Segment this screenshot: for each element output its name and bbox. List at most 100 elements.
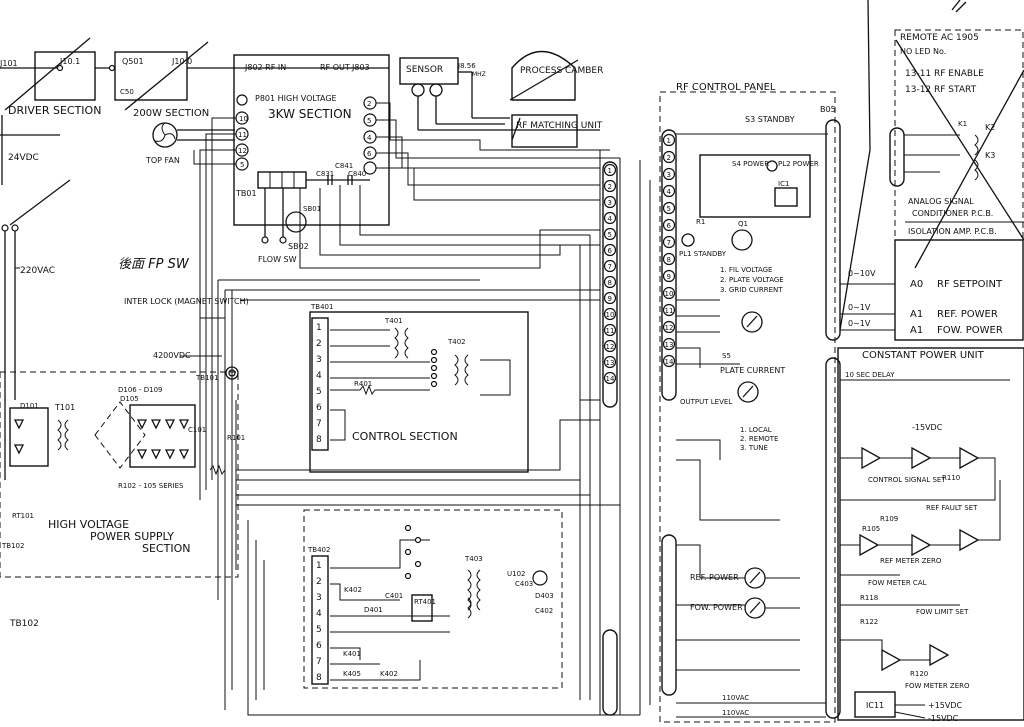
s5-label: S5 (722, 352, 731, 360)
bus-left-pin-13 (603, 355, 617, 369)
fow-power-label: FOW. POWER (937, 325, 1003, 336)
k1-label: K1 (958, 120, 967, 128)
bus-right-pin-label: 4 (667, 188, 672, 196)
bus-left-pin-label: 6 (608, 247, 613, 255)
pl1-label: PL1 STANDBY (679, 250, 727, 258)
tb101-label: TB101 (195, 374, 218, 382)
fow-power-meter-label: FOW. POWER (690, 603, 743, 612)
svg-text:5: 5 (240, 161, 244, 169)
driver-section: J101 J10.1 Q501 J10.0 C50 DRIVER SECTION… (0, 37, 240, 480)
r120-label: R120 (910, 670, 928, 678)
output-level-label: OUTPUT LEVEL (680, 398, 732, 406)
remote-ac-label: REMOTE AC 1905 (900, 33, 979, 43)
j1002-label: J10.0 (171, 57, 192, 66)
constant-power-label: CONSTANT POWER UNIT (862, 350, 985, 361)
bus-right-pin-3 (662, 167, 676, 181)
t403-label: T403 (464, 555, 483, 563)
svg-text:10: 10 (239, 115, 248, 123)
bus-right-pin-13 (662, 337, 676, 351)
rf-setpoint-label: RF SETPOINT (937, 279, 1003, 290)
r122-label: R122 (860, 618, 878, 626)
mhz-label: MHZ (472, 71, 486, 78)
bus-left-pin-5 (603, 227, 617, 241)
voltmeter-icon (741, 311, 763, 333)
bus-right-pin-7 (662, 235, 676, 249)
c401-label: C401 (385, 592, 403, 600)
k401-label: K401 (343, 650, 361, 658)
v0-1c-label: 0~1V (848, 319, 871, 328)
rf-enable-label: 13-11 RF ENABLE (905, 69, 984, 79)
isolation-amp-label: ISOLATION AMP. P.C.B. (908, 227, 997, 236)
bus-right-pin-12 (662, 320, 676, 334)
bus-left-pin-label: 7 (608, 263, 612, 271)
interlock-label: INTER LOCK (MAGNET SWITCH) (124, 297, 249, 306)
svg-text:3: 3 (316, 593, 322, 603)
hv-power-supply: TB101 T101 D101 D106 - D109 D105 C101 R1… (0, 371, 245, 629)
tune-label: 3. TUNE (740, 444, 768, 452)
t101-label: T101 (54, 403, 75, 412)
bus-right-pin-label: 13 (665, 341, 674, 349)
svg-text:6: 6 (316, 403, 322, 413)
sb02-label: SB02 (288, 242, 309, 251)
local-label: 1. LOCAL (740, 426, 772, 434)
p801-label: P801 HIGH VOLTAGE (255, 94, 337, 103)
bus-left-pin-label: 9 (608, 295, 612, 303)
bus-left-pin-8 (603, 275, 617, 289)
s3-standby-label: S3 STANDBY (745, 115, 795, 124)
svg-text:8: 8 (316, 673, 322, 683)
flow-sw-label: FLOW SW (258, 255, 297, 264)
svg-text:3: 3 (316, 355, 322, 365)
fil-voltage-label: 1. FIL VOLTAGE (720, 266, 772, 274)
svg-text:4: 4 (316, 371, 322, 381)
svg-text:5: 5 (316, 625, 322, 635)
sb01-label: SB01 (303, 205, 321, 213)
svg-text:1: 1 (316, 323, 322, 333)
a1b-label: A1 (910, 325, 923, 336)
d403-label: D403 (535, 592, 554, 600)
svg-text:11: 11 (238, 131, 247, 139)
remote-area: B05 REMOTE AC 1905 NO LED No. 13-11 RF E… (820, 0, 1024, 341)
bus-right-pin-2 (662, 150, 676, 164)
bus-left-pin-label: 1 (608, 167, 612, 175)
wiring-harness (193, 102, 651, 716)
bus-right-pin-label: 2 (667, 154, 671, 162)
j856-label: J8.56 (457, 62, 476, 70)
j803-label: J803 (351, 63, 370, 72)
tb402-section: TB402 1 2 3 4 5 6 7 8 K402 D401 C401 RT4… (303, 509, 563, 689)
bus-left-pin-label: 8 (608, 279, 612, 287)
bus-right-pin-label: 7 (667, 239, 671, 247)
svg-text:2: 2 (316, 577, 322, 587)
u102-label: U102 (507, 570, 525, 578)
bus-right-pin-label: 3 (667, 171, 671, 179)
r110-label: R110 (942, 474, 960, 482)
vac220-label: 220VAC (20, 266, 55, 276)
svg-text:2: 2 (367, 100, 371, 108)
rf-control-panel: RF CONTROL PANEL S3 STANDBY S4 POWER PL2… (659, 82, 836, 723)
s4-power-label: S4 POWER (732, 160, 769, 168)
bus-left-pin-label: 5 (608, 231, 612, 239)
tb102-label: TB102 (1, 542, 24, 550)
c841-label: C841 (335, 162, 353, 170)
bus-left-pin-label: 2 (608, 183, 612, 191)
svg-text:12: 12 (238, 147, 247, 155)
control-section: TB401 1 2 3 4 5 6 7 8 T401 T402 R401 CON… (309, 303, 529, 473)
j101-label: J101 (0, 59, 18, 68)
bus-left-pin-label: 14 (606, 375, 615, 383)
a0-label: A0 (910, 279, 923, 290)
grid-current-label: 3. GRID CURRENT (720, 286, 783, 294)
svg-text:6: 6 (367, 150, 372, 158)
k402-label: K402 (344, 586, 362, 594)
ic11-label: IC11 (866, 701, 884, 710)
d101-label: D101 (20, 402, 39, 410)
t402-label: T402 (447, 338, 466, 346)
j101b-label: J10.1 (59, 57, 80, 66)
bus-left-pin-label: 10 (606, 311, 615, 319)
bus-right-pin-label: 5 (667, 205, 671, 213)
a1a-label: A1 (910, 309, 923, 320)
bus-right-pin-10 (662, 286, 676, 300)
c831-label: C831 (316, 170, 334, 178)
tb01-label: TB01 (235, 189, 257, 198)
c503-label: C50 (120, 88, 134, 96)
no-led-label: NO LED No. (900, 47, 946, 56)
